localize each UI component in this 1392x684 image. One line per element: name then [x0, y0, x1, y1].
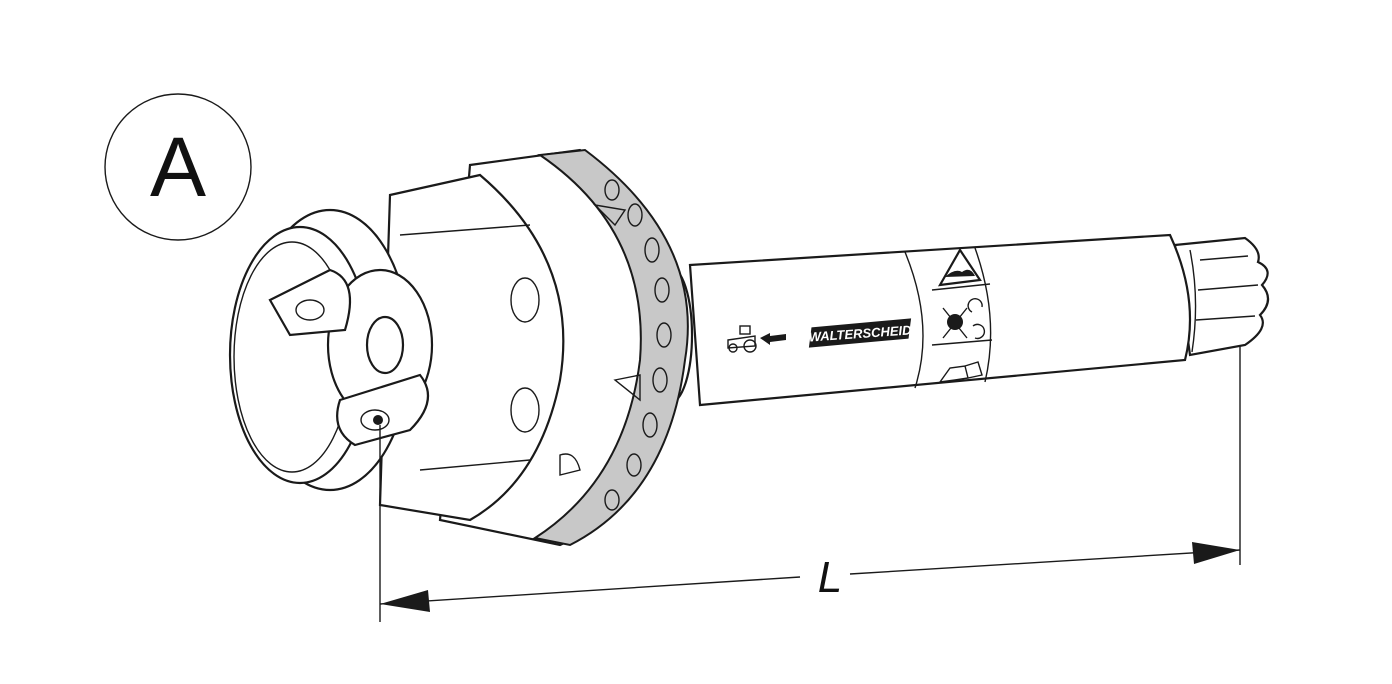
guard-cone-holes: [604, 179, 672, 511]
no-rotation-contact-icon: [942, 298, 986, 340]
brand-plate: WALTERSCHEID: [808, 318, 913, 348]
entanglement-hazard-icon: [945, 269, 975, 277]
universal-joint-assembly: [228, 148, 694, 547]
view-label: A: [150, 120, 206, 214]
length-dimension: L: [379, 345, 1241, 622]
profile-tube-end: [1173, 236, 1270, 357]
arrowhead-left-icon: [380, 590, 430, 612]
cross-yoke: [268, 268, 540, 447]
guard-cone-ring: [532, 148, 689, 547]
dimension-label: L: [818, 553, 842, 602]
guard-tube: WALTERSCHEID: [688, 233, 1192, 407]
manual-book-icon: [938, 361, 983, 383]
arrowhead-right-icon: [1192, 542, 1240, 564]
tractor-direction-icon: [727, 325, 786, 353]
view-label-badge: A: [104, 93, 252, 241]
brand-label: WALTERSCHEID: [808, 322, 912, 344]
